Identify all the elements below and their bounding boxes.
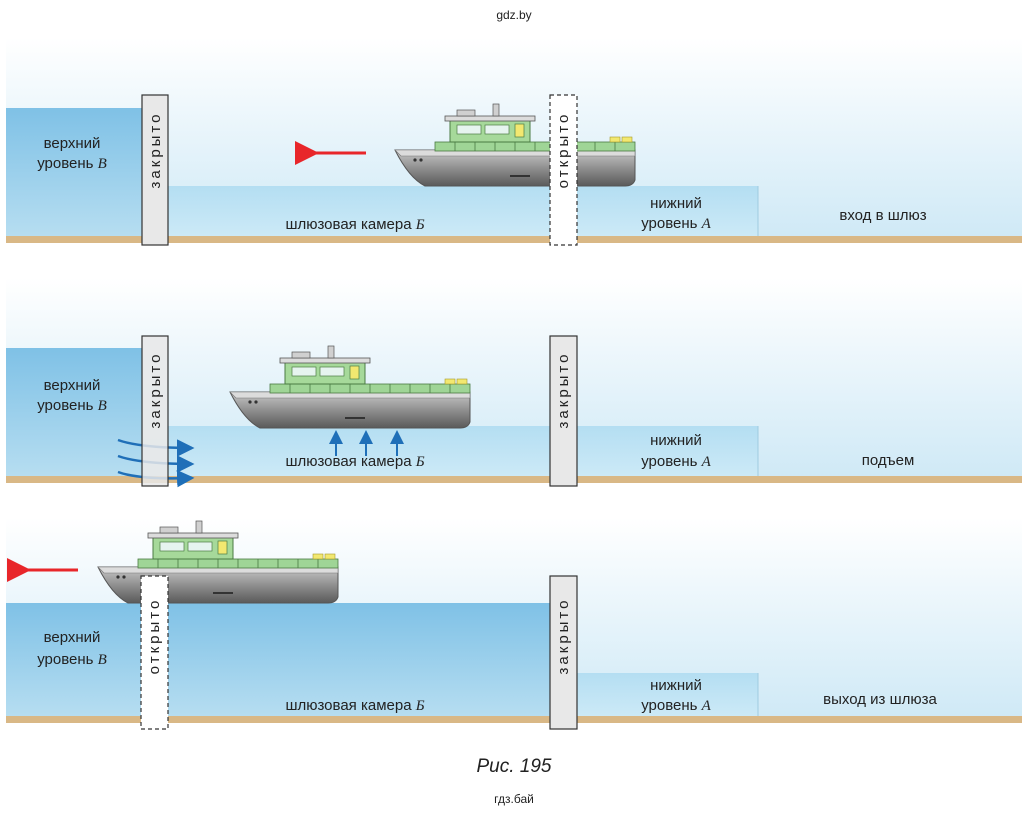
- panel-1-upper-level-line1: верхний: [44, 135, 101, 152]
- panel-1-chamber-label: шлюзовая камера Б: [285, 216, 424, 233]
- panel-3-stage-label: выход из шлюза: [823, 691, 937, 708]
- panel-1-lower-level-line2: уровень А: [641, 215, 711, 232]
- panel-3-lower-level-line1: нижний: [650, 677, 702, 694]
- panel-2-right-gate-label: закрыто: [555, 352, 572, 429]
- panel-1-right-gate: [549, 94, 578, 246]
- panel-2-lower-level-line2: уровень А: [641, 453, 711, 470]
- panel-1-right-gate-label: открыто: [555, 112, 572, 189]
- panel-2-lower-level-line1: нижний: [650, 432, 702, 449]
- panel-1-left-gate-label: закрыто: [147, 112, 164, 189]
- panel-1-left-gate: [141, 94, 169, 246]
- panel-2-upper-level-line1: верхний: [44, 377, 101, 394]
- panel-3-right-gate-label: закрыто: [555, 598, 572, 675]
- panel-1-stage-label: вход в шлюз: [839, 207, 926, 224]
- panel-2-chamber-label: шлюзовая камера Б: [285, 453, 424, 470]
- panel-2-chamber-water: [168, 426, 758, 478]
- figure-caption: Рис. 195: [476, 756, 552, 777]
- panel-3-lower-level-line2: уровень А: [641, 697, 711, 714]
- panel-2-left-gate-label: закрыто: [147, 352, 164, 429]
- panel-3-left-gate-label: открыто: [146, 598, 163, 675]
- panel-3-upper-water: [6, 603, 550, 718]
- panel-1-upper-level-line2: уровень В: [37, 155, 107, 172]
- panel-3-lower-water: [577, 673, 758, 718]
- panel-1-ground: [6, 236, 1022, 243]
- panel-3-chamber-label: шлюзовая камера Б: [285, 697, 424, 714]
- panel-2-right-gate: [549, 335, 578, 487]
- panel-1-lower-level-line1: нижний: [650, 195, 702, 212]
- panel-1-upper-water: [6, 108, 142, 238]
- panel-3-ground: [6, 716, 1022, 723]
- panel-2-upper-level-line2: уровень В: [37, 397, 107, 414]
- panel-3-upper-level-line1: верхний: [44, 629, 101, 646]
- panel-2-stage-label: подъем: [862, 452, 915, 469]
- panel-3: открыто закрыто верхний уровень В шлюзов…: [6, 518, 1022, 730]
- panel-2: закрыто закрыто верхний уровень В шлюзов…: [6, 278, 1022, 488]
- panel-1-chamber-water: [168, 186, 758, 238]
- panel-2-ground: [6, 476, 1022, 483]
- panel-2-lift-arrows: [329, 430, 404, 456]
- header-watermark: gdz.by: [496, 8, 532, 22]
- panel-1: закрыто открыто верхний уровень В шлюзов…: [6, 38, 1022, 246]
- footer-watermark: гдз.бай: [494, 792, 534, 806]
- panel-3-right-gate: [549, 575, 578, 730]
- panel-3-upper-level-line2: уровень В: [37, 651, 107, 668]
- panel-3-left-gate: [140, 575, 169, 730]
- panel-2-left-gate: [141, 335, 169, 487]
